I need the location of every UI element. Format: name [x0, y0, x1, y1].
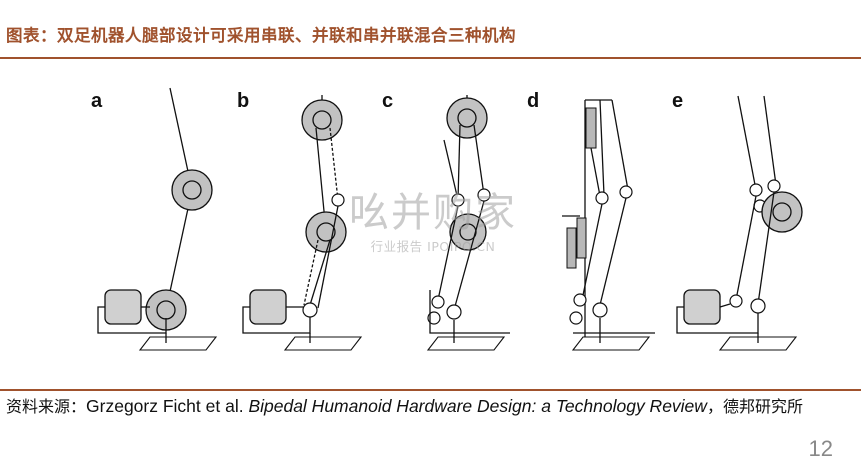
leg-diagram-c	[426, 95, 510, 351]
footer-divider	[0, 389, 861, 391]
page-title: 图表：双足机器人腿部设计可采用串联、并联和串并联混合三种机构	[6, 26, 516, 45]
leg-diagram-a	[97, 87, 218, 351]
header-divider	[0, 57, 861, 59]
panel-label-d: d	[527, 90, 540, 112]
panel-label-e: e	[672, 90, 684, 112]
source-prefix: 资料来源：	[6, 397, 87, 416]
source-suffix: ，德邦研究所	[706, 397, 803, 416]
page-number: 12	[808, 436, 833, 461]
source-citation: 资料来源：Grzegorz Ficht et al. Bipedal Human…	[6, 394, 856, 419]
leg-diagram-d	[562, 99, 655, 351]
source-authors: Grzegorz Ficht et al.	[86, 396, 249, 416]
leg-diagram-e	[676, 95, 803, 351]
leg-diagram-b	[242, 95, 363, 351]
leg-mechanism-figure	[97, 87, 803, 351]
panel-label-b: b	[237, 90, 250, 112]
panel-label-a: a	[91, 90, 103, 112]
panel-label-c: c	[382, 90, 394, 112]
source-title: Bipedal Humanoid Hardware Design: a Tech…	[248, 396, 707, 416]
